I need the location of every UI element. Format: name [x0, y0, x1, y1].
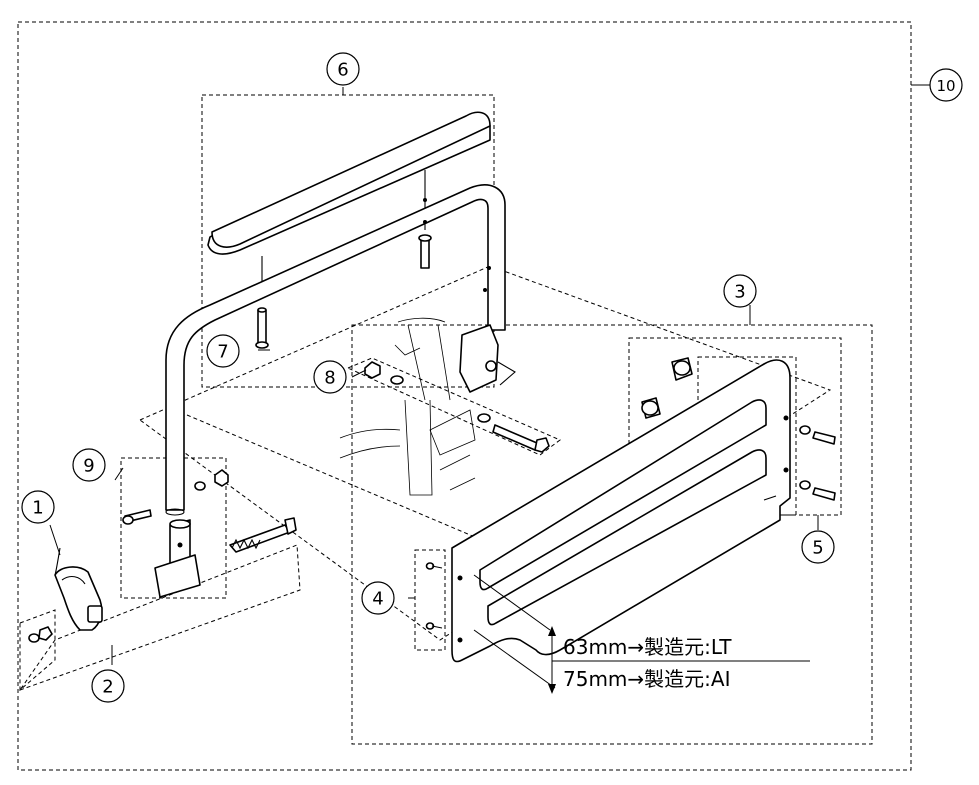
frame-ghost — [339, 317, 476, 496]
dimension-marker — [473, 574, 810, 694]
group-8-boundary — [346, 357, 561, 456]
callout-2: 2 — [91, 669, 125, 703]
callout-5: 5 — [801, 530, 835, 564]
callout-1: 1 — [21, 490, 55, 524]
callout-6-label: 6 — [337, 60, 348, 81]
callout-9: 9 — [72, 448, 106, 482]
assembly-boundary — [17, 21, 912, 771]
dimension-text-line2: 75mm→製造元:AI — [563, 667, 731, 691]
release-lever — [28, 547, 103, 643]
callout-6: 6 — [326, 52, 360, 86]
socket-assembly — [122, 469, 297, 598]
group-5-boundary — [628, 337, 842, 516]
callout-10: 10 — [929, 68, 963, 102]
callout-8: 8 — [313, 360, 347, 394]
bolt-set — [364, 361, 550, 453]
callout-1-label: 1 — [32, 498, 43, 519]
callout-leaders — [49, 84, 930, 665]
callout-4-label: 4 — [372, 589, 383, 610]
callout-2-label: 2 — [102, 677, 113, 698]
side-panel — [451, 359, 791, 663]
panel-spacers — [641, 357, 836, 501]
armrest-frame — [165, 184, 516, 516]
callout-9-label: 9 — [83, 456, 94, 477]
armrest-pad — [207, 111, 491, 298]
seat-plane — [139, 265, 832, 641]
callout-3: 3 — [723, 274, 757, 308]
dimension-text-line1: 63mm→製造元:LT — [563, 635, 732, 659]
group-3-boundary — [351, 324, 873, 745]
group-2-lower-boundary — [18, 544, 301, 691]
callout-7-label: 7 — [217, 342, 228, 363]
callout-3-label: 3 — [734, 282, 745, 303]
callout-5-label: 5 — [812, 538, 823, 559]
group-4-boundary — [414, 549, 446, 651]
callout-8-label: 8 — [324, 368, 335, 389]
callout-7: 7 — [206, 334, 240, 368]
callout-4: 4 — [361, 581, 395, 615]
group-2-boundary — [19, 609, 56, 692]
callout-10-label: 10 — [936, 77, 955, 95]
pad-screws — [255, 198, 432, 349]
panel-screws — [425, 562, 443, 630]
